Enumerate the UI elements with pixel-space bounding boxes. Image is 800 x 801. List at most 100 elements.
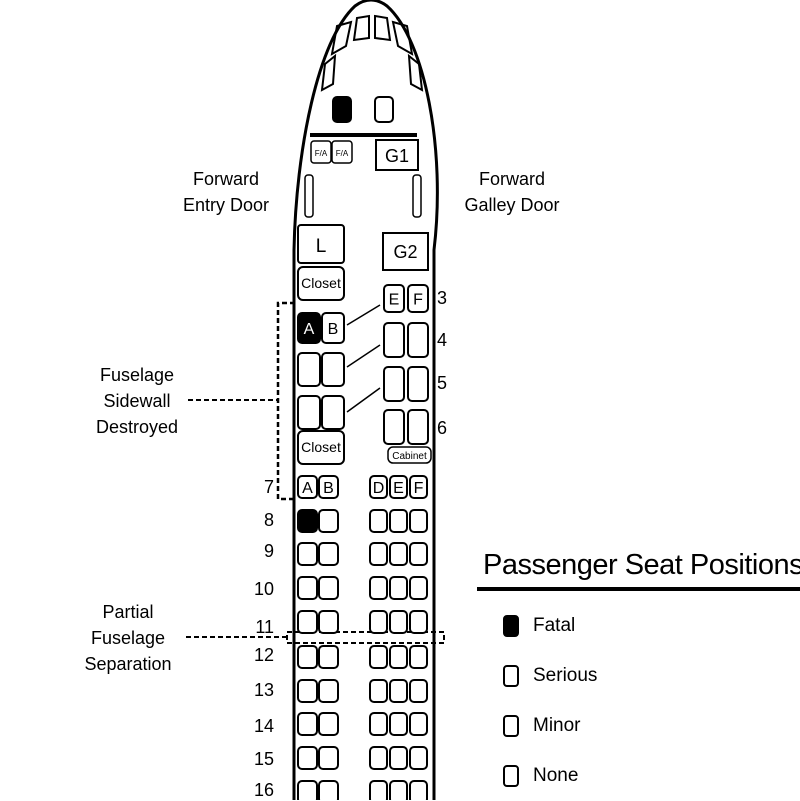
seat-15F	[409, 746, 428, 770]
separation-line1: Partial	[102, 602, 154, 622]
cabinet	[387, 446, 432, 464]
seat-11E	[389, 610, 408, 634]
galley-g2-label: G2	[393, 242, 417, 262]
forward-entry-door-line1: Forward	[192, 169, 259, 189]
sidewall-line3: Destroyed	[95, 417, 179, 437]
seat-3F	[407, 284, 429, 313]
seat-8E	[389, 509, 408, 533]
seat-7D	[369, 475, 388, 499]
seat-11A	[297, 610, 318, 634]
seat-12A	[297, 645, 318, 669]
seat-5B	[321, 352, 345, 387]
seat-13A	[297, 679, 318, 703]
legend-swatch-none	[503, 765, 519, 787]
seat-14B	[318, 712, 339, 736]
row-number-3: 3	[437, 288, 448, 308]
separation-line2: Fuselage	[90, 628, 166, 648]
seat-7F-letter: F	[414, 480, 424, 497]
seat-4A	[297, 312, 321, 344]
seat-16D	[369, 780, 388, 800]
seat-15D	[369, 746, 388, 770]
forward-entry-door-line2: Entry Door	[182, 195, 270, 215]
seat-10E	[389, 576, 408, 600]
seat-7A-letter: A	[302, 480, 313, 497]
sidewall-destroyed-outline	[276, 301, 295, 501]
seat-13D	[369, 679, 388, 703]
sidewall-line2: Sidewall	[103, 391, 171, 411]
galley-g2	[382, 232, 429, 271]
lavatory-label: L	[316, 236, 327, 257]
sidewall-destroyed-label: Fuselage Sidewall Destroyed	[82, 362, 192, 440]
seat-8D	[369, 509, 388, 533]
legend-label-none: None	[533, 765, 579, 786]
seat-12D	[369, 645, 388, 669]
seat-15B	[318, 746, 339, 770]
partial-separation-label: Partial Fuselage Separation	[70, 599, 186, 677]
seat-3E-letter: E	[389, 292, 400, 309]
row-number-11: 11	[255, 617, 274, 637]
seat-14F	[409, 712, 428, 736]
fa-seat-right	[331, 140, 353, 164]
fa-seat-left-label: F/A	[315, 149, 328, 158]
forward-galley-door-label: Forward Galley Door	[450, 166, 574, 218]
seat-9D	[369, 542, 388, 566]
seat-5A	[297, 352, 321, 387]
legend-label-serious: Serious	[533, 665, 598, 686]
forward-galley-door-line1: Forward	[478, 169, 545, 189]
seat-8B	[318, 509, 339, 533]
legend-rule	[477, 587, 800, 591]
seat-10A	[297, 576, 318, 600]
fa-seat-left	[310, 140, 332, 164]
seat-16F	[409, 780, 428, 800]
row-number-4: 4	[437, 330, 448, 350]
row-number-10: 10	[253, 579, 274, 599]
seat-3E	[383, 284, 405, 313]
seat-7E	[389, 475, 408, 499]
seat-12F	[409, 645, 428, 669]
seat-13B	[318, 679, 339, 703]
seat-4B	[321, 312, 345, 344]
forward-galley-door-line2: Galley Door	[464, 195, 560, 215]
seat-4B-letter: B	[328, 321, 339, 338]
closet-lower-label: Closet	[301, 439, 341, 455]
separation-line3: Separation	[84, 654, 172, 674]
row-number-13: 13	[253, 680, 274, 700]
seat-9E	[389, 542, 408, 566]
row-number-9: 9	[263, 541, 274, 561]
seat-8F	[409, 509, 428, 533]
seat-5E	[383, 366, 405, 402]
seat-10D	[369, 576, 388, 600]
seat-13F	[409, 679, 428, 703]
seat-7E-letter: E	[393, 480, 404, 497]
seat-9B	[318, 542, 339, 566]
seat-6A	[297, 395, 321, 430]
seat-7F	[409, 475, 428, 499]
closet-upper	[297, 266, 345, 301]
seat-6E	[383, 409, 405, 445]
legend-label-fatal: Fatal	[533, 615, 576, 636]
seat-15A	[297, 746, 318, 770]
row-number-14: 14	[253, 716, 274, 736]
seat-12B	[318, 645, 339, 669]
forward-galley-door	[412, 174, 422, 218]
legend-title: Passenger Seat Positions	[483, 549, 800, 581]
fa-seat-right-label: F/A	[336, 149, 349, 158]
seat-4E	[383, 322, 405, 358]
cockpit-seat-right	[374, 96, 394, 123]
seat-14E	[389, 712, 408, 736]
row-number-6: 6	[437, 418, 448, 438]
legend-swatch-serious	[503, 665, 519, 687]
seat-4F	[407, 322, 429, 358]
seat-link-lines	[346, 304, 381, 413]
seat-3F-letter: F	[413, 292, 423, 309]
seat-7D-letter: D	[373, 480, 385, 497]
legend-swatch-fatal	[503, 615, 519, 637]
seat-8A	[297, 509, 318, 533]
seat-5F	[407, 366, 429, 402]
forward-entry-door-label: Forward Entry Door	[168, 166, 284, 218]
galley-g1	[375, 139, 419, 171]
seat-13E	[389, 679, 408, 703]
cockpit-seat-left	[332, 96, 352, 123]
